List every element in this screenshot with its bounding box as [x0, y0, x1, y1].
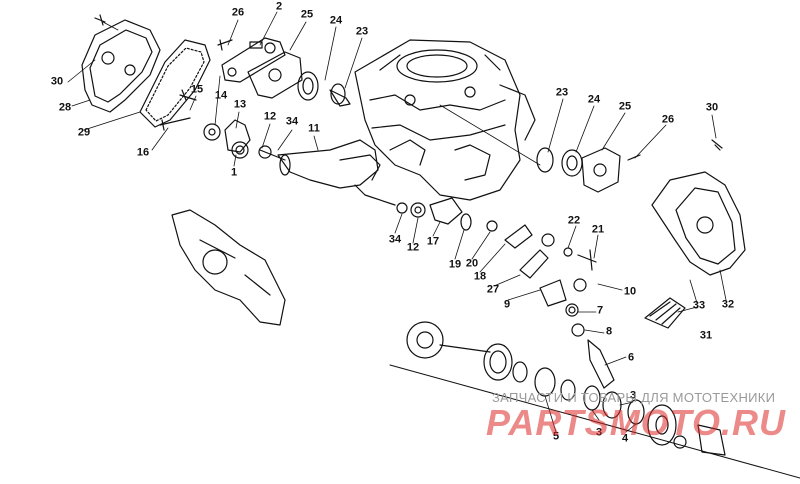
label-28: 28 — [58, 101, 72, 114]
label-3-bottom: 3 — [595, 426, 603, 439]
label-21: 21 — [591, 223, 605, 236]
label-31: 31 — [699, 329, 713, 342]
label-25-top: 25 — [300, 8, 314, 21]
label-22: 22 — [567, 214, 581, 227]
label-1: 1 — [230, 166, 238, 179]
label-10: 10 — [623, 285, 637, 298]
pad-31 — [644, 297, 686, 329]
leader-lines — [67, 11, 727, 433]
label-3-right: 3 — [629, 389, 637, 402]
label-34-top: 34 — [285, 115, 299, 128]
label-29: 29 — [77, 126, 91, 139]
label-26-top: 26 — [231, 6, 245, 19]
shift-mechanism-parts — [396, 197, 615, 389]
label-23-top: 23 — [355, 25, 369, 38]
label-17: 17 — [426, 235, 440, 248]
label-23-right: 23 — [555, 86, 569, 99]
right-bearings — [536, 147, 641, 193]
label-27: 27 — [486, 283, 500, 296]
label-4: 4 — [621, 432, 629, 445]
label-8: 8 — [605, 325, 613, 338]
label-30-right: 30 — [705, 101, 719, 114]
label-32: 32 — [721, 298, 735, 311]
label-24-right: 24 — [587, 93, 601, 106]
kickstart-shaft — [389, 321, 800, 479]
label-24-top: 24 — [329, 14, 343, 27]
crankshaft — [258, 139, 396, 206]
left-small-parts — [159, 89, 251, 159]
label-30-left: 30 — [50, 75, 64, 88]
right-cover — [651, 139, 746, 276]
top-bearings — [297, 71, 351, 107]
label-18: 18 — [473, 270, 487, 283]
label-13: 13 — [233, 98, 247, 111]
label-25-right: 25 — [618, 100, 632, 113]
label-6: 6 — [627, 351, 635, 364]
watermark-logo: PARTSMOTO.RU — [486, 402, 787, 443]
label-14: 14 — [214, 89, 228, 102]
label-2: 2 — [275, 0, 283, 13]
inner-case — [171, 209, 286, 326]
label-12-top: 12 — [263, 110, 277, 123]
left-cover — [81, 14, 161, 113]
label-33: 33 — [692, 299, 706, 312]
label-16: 16 — [136, 146, 150, 159]
engine-cylinder-block — [354, 39, 541, 201]
watermark-caption: ЗАПЧАСТИ И ТОВАРЫ ДЛЯ МОТОТЕХНИКИ — [492, 390, 776, 405]
label-26-right: 26 — [661, 113, 675, 126]
label-12-mid: 12 — [406, 241, 420, 254]
label-5: 5 — [552, 430, 560, 443]
label-11: 11 — [308, 122, 320, 135]
label-19: 19 — [448, 258, 462, 271]
label-15: 15 — [190, 83, 204, 96]
top-left-plates — [217, 37, 303, 99]
label-20: 20 — [465, 257, 479, 270]
label-7: 7 — [596, 304, 604, 317]
label-9: 9 — [503, 298, 511, 311]
label-34-mid: 34 — [388, 233, 402, 246]
